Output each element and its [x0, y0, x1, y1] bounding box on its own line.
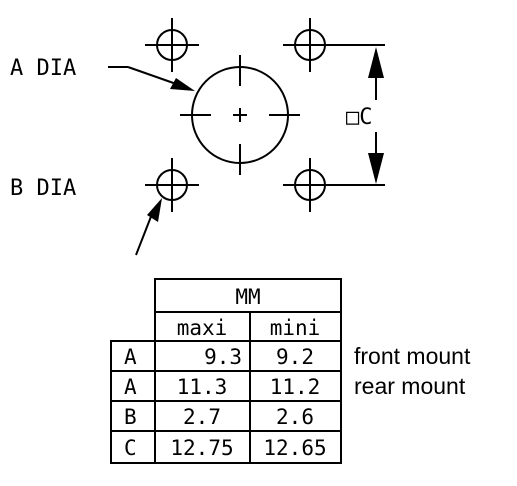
row-2-key: B — [124, 405, 137, 429]
row-3-key: C — [124, 436, 137, 460]
leader-a-dia — [108, 66, 195, 91]
dim-c-arrow-down — [368, 153, 384, 184]
row-1-maxi: 11.3 — [177, 375, 228, 399]
note-front-mount: front mount — [354, 343, 471, 369]
row-3-mini: 12.65 — [263, 436, 326, 460]
row-3-maxi: 12.75 — [170, 436, 233, 460]
leader-b-arrowhead — [147, 198, 162, 222]
row-2-mini: 2.6 — [276, 405, 314, 429]
b-dia-label: B DIA — [10, 176, 76, 201]
unit-header: MM — [235, 285, 260, 309]
dim-c-arrow-up — [368, 47, 384, 78]
row-1-mini: 11.2 — [270, 375, 321, 399]
a-dia-label: A DIA — [10, 56, 76, 81]
col-header-maxi: maxi — [177, 316, 228, 340]
row-0-key: A — [124, 345, 137, 369]
mounting-hole-top-right — [283, 18, 385, 72]
leader-b-dia — [135, 198, 162, 256]
leader-a-arrowhead — [170, 78, 195, 91]
mounting-hole-top-left — [145, 18, 199, 72]
row-0-maxi: 9.3 — [204, 345, 242, 369]
mounting-hole-bottom-right — [283, 158, 385, 212]
mounting-hole-bottom-left — [145, 158, 199, 212]
row-1-key: A — [124, 375, 137, 399]
col-header-mini: mini — [270, 316, 321, 340]
square-c-label: □C — [346, 105, 373, 130]
row-2-maxi: 2.7 — [183, 405, 221, 429]
note-rear-mount: rear mount — [354, 373, 466, 399]
dimension-c — [368, 47, 384, 184]
row-0-mini: 9.2 — [276, 345, 314, 369]
center-hole — [180, 55, 300, 175]
dimension-table: MM maxi mini A 9.3 9.2 A 11.3 11.2 B 2.7… — [110, 278, 342, 464]
